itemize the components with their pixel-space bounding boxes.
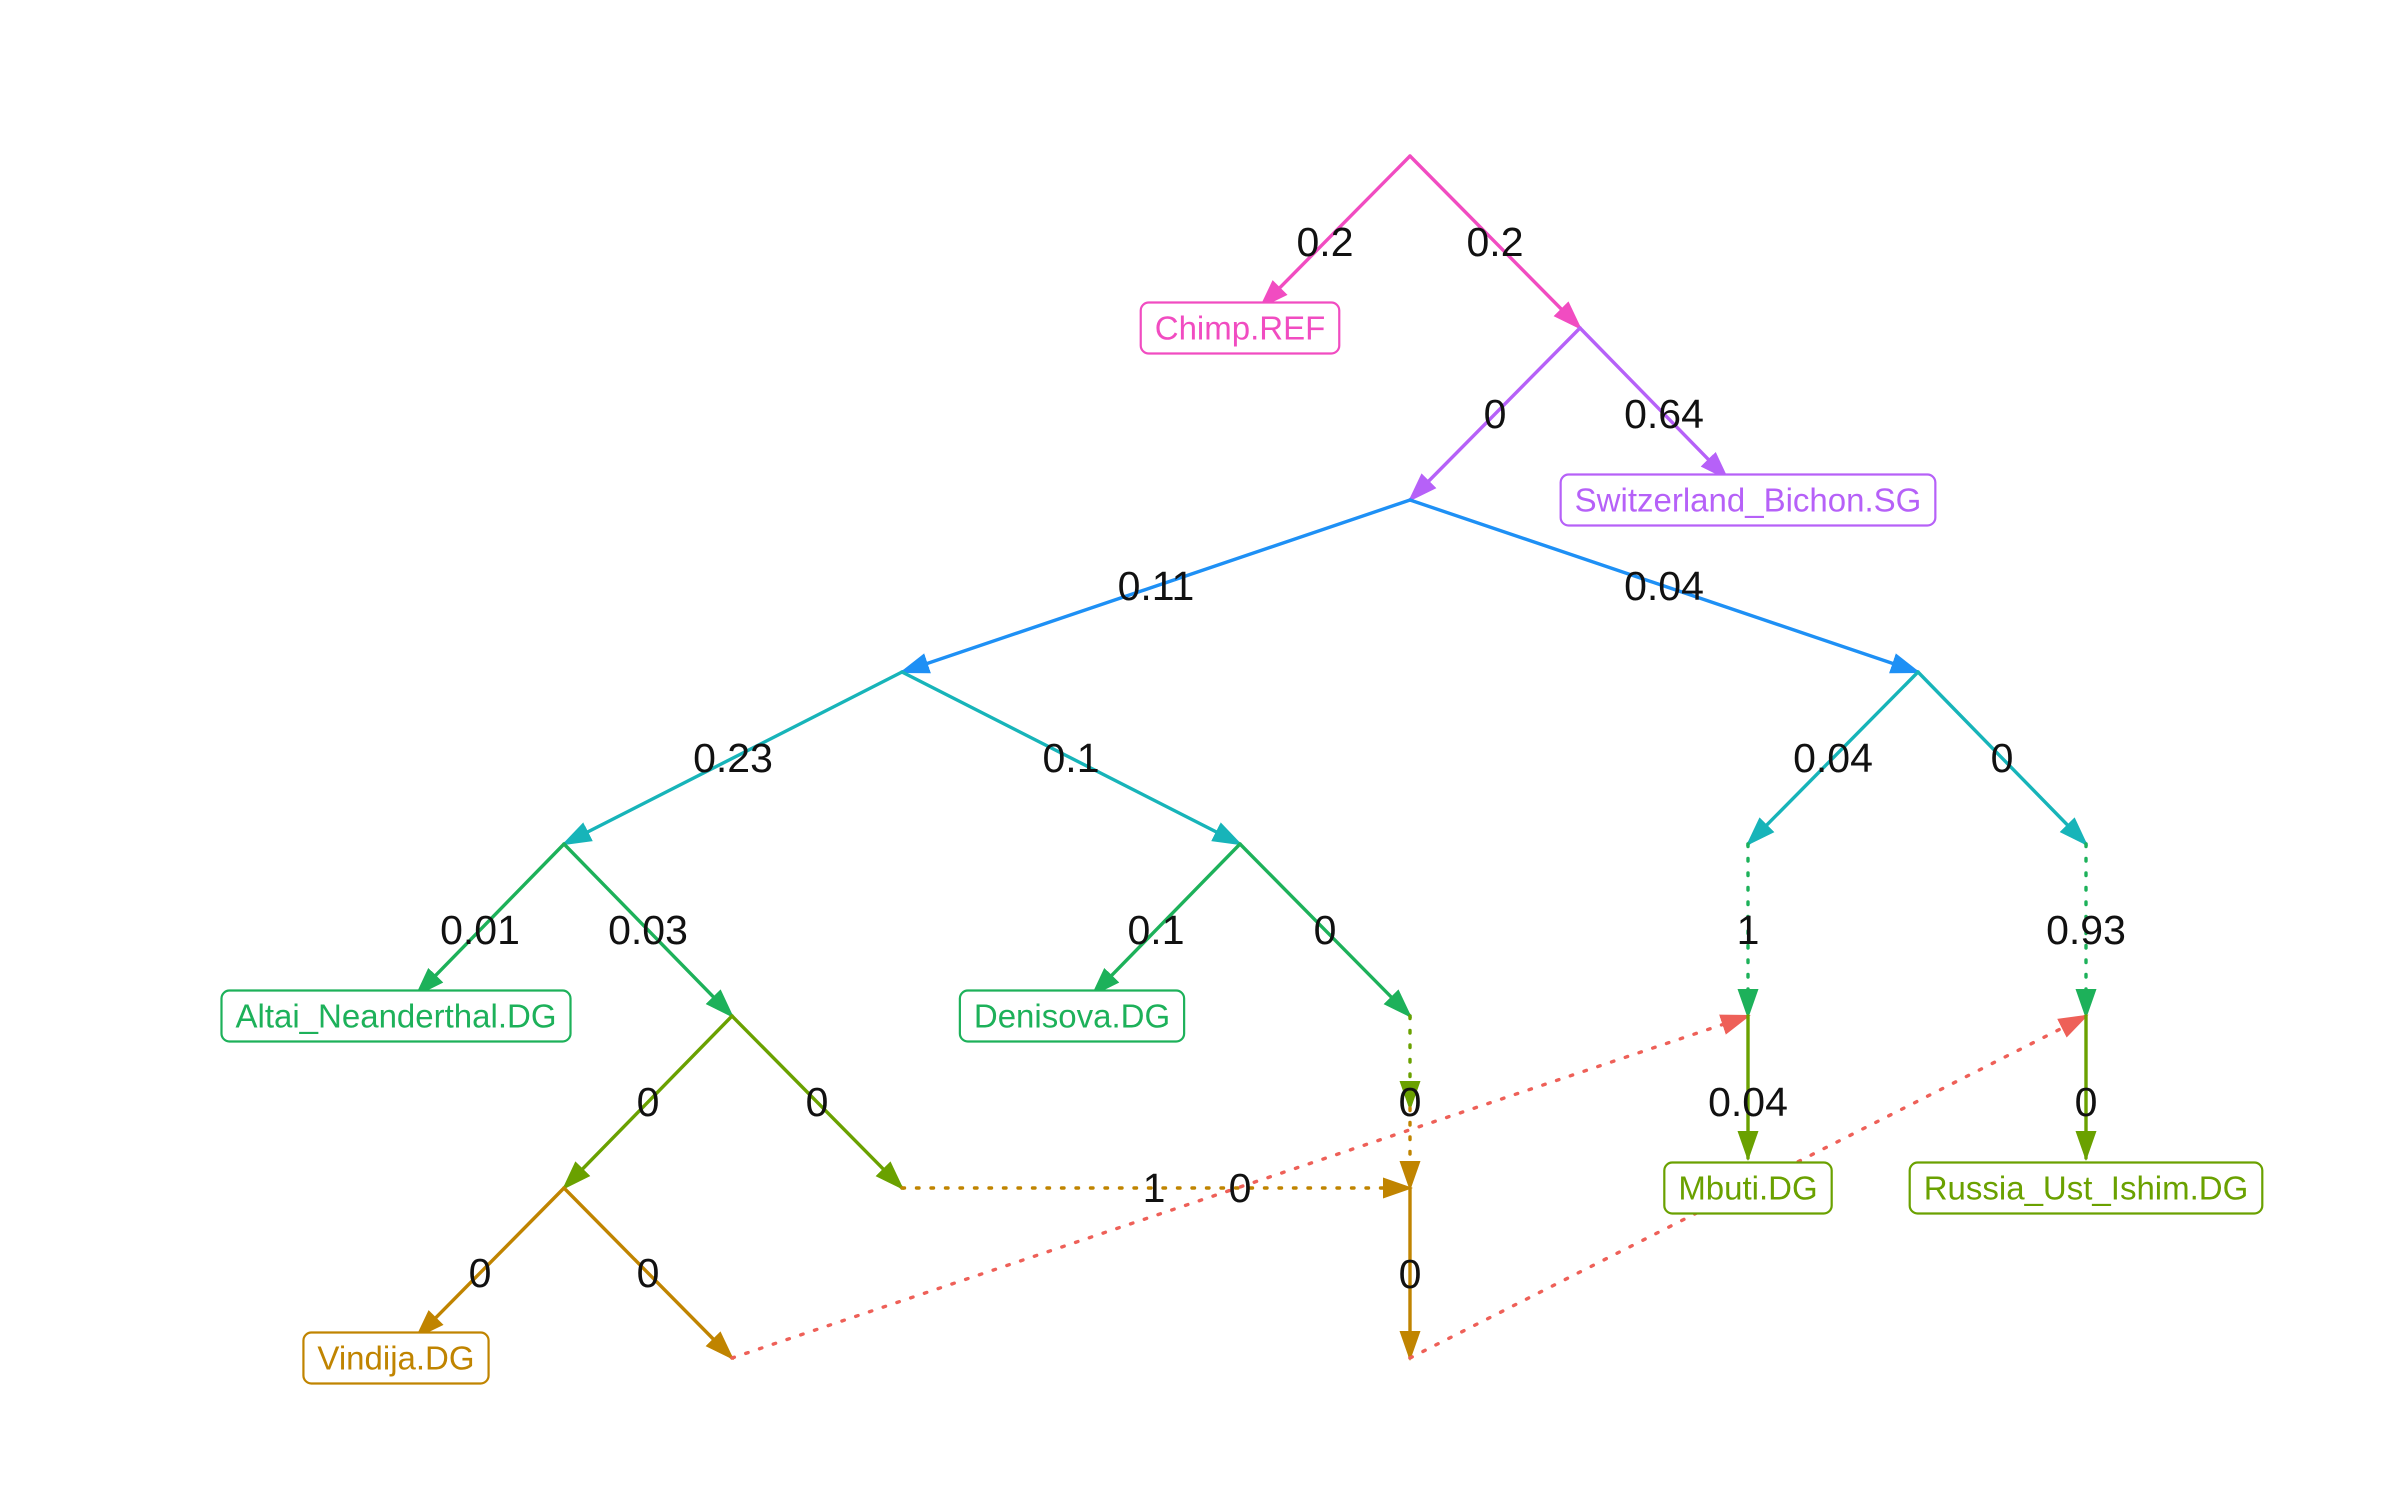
edge-weight-label: 0.2 bbox=[1467, 219, 1524, 265]
edge-n_nean2-to-n_vind bbox=[561, 1014, 734, 1191]
edge-n_nean-to-Altai_Neanderthal.DG bbox=[414, 842, 566, 997]
leaf-label: Vindija.DG bbox=[317, 1340, 474, 1377]
edge-n_modern-to-n_m2 bbox=[1916, 670, 2089, 847]
leaf-box bbox=[1908, 1161, 2264, 1215]
edge-weight-label: 0.01 bbox=[440, 907, 520, 953]
edge-weight-label: 0.04 bbox=[1708, 1079, 1788, 1125]
edge-weight-label: 0 bbox=[469, 1250, 492, 1296]
edge-weight-label: 0 bbox=[1229, 1165, 1252, 1211]
edge-n_nean-to-n_nean2 bbox=[562, 842, 735, 1019]
leaf-node: Switzerland_Bichon.SG bbox=[1559, 473, 1937, 527]
leaf-box bbox=[1559, 473, 1937, 527]
edge-weight-label: 1 bbox=[1143, 1165, 1166, 1211]
edge-weight-label: 0.93 bbox=[2046, 907, 2126, 953]
edge-n_archaic-to-n_nean bbox=[561, 670, 904, 846]
leaf-box bbox=[958, 989, 1186, 1043]
leaf-box bbox=[220, 989, 572, 1043]
edge-weight-label: 0 bbox=[2075, 1079, 2098, 1125]
edge-weight-label: 0 bbox=[637, 1079, 660, 1125]
edge-n_vind-to-Vindija.DG bbox=[414, 1186, 566, 1339]
edge-weight-label: 0.04 bbox=[1793, 735, 1873, 781]
leaf-box bbox=[1139, 301, 1341, 355]
leaf-node: Vindija.DG bbox=[302, 1331, 490, 1385]
edge-weight-label: 0.04 bbox=[1624, 563, 1704, 609]
edge-n_out-to-n_human bbox=[1407, 326, 1582, 503]
edge-weight-label: 1 bbox=[1737, 907, 1760, 953]
edge-n_human-to-n_modern bbox=[1408, 498, 1921, 674]
edge-n_nean2-to-n_nsrc bbox=[730, 1014, 905, 1191]
edge-n_modern-to-n_m1 bbox=[1745, 670, 1920, 847]
leaf-node: Chimp.REF bbox=[1139, 301, 1341, 355]
edge-weight-label: 0.11 bbox=[1118, 563, 1195, 609]
edge-n_vindsrc-to-n_m1b bbox=[730, 1014, 1751, 1360]
leaf-label: Chimp.REF bbox=[1155, 310, 1326, 347]
edge-weight-label: 0.23 bbox=[693, 735, 773, 781]
edge-weight-label: 0.2 bbox=[1297, 219, 1354, 265]
leaf-node: Mbuti.DG bbox=[1663, 1161, 1833, 1215]
edge-weight-label: 0 bbox=[1484, 391, 1507, 437]
edge-weight-label: 0 bbox=[806, 1079, 829, 1125]
edge-weight-label: 0 bbox=[1991, 735, 2014, 781]
edge-weight-label: 0 bbox=[637, 1250, 660, 1296]
leaf-box bbox=[1663, 1161, 1833, 1215]
edge-n_deni-to-n_deni_end bbox=[1238, 842, 1413, 1019]
edge-weight-label: 0.64 bbox=[1624, 391, 1704, 437]
edge-root-to-n_out bbox=[1408, 154, 1583, 331]
leaf-node: Denisova.DG bbox=[958, 989, 1186, 1043]
leaf-label: Mbuti.DG bbox=[1678, 1170, 1817, 1207]
edge-weight-label: 0 bbox=[1399, 1079, 1422, 1125]
edge-n_out-to-Switzerland_Bichon.SG bbox=[1578, 326, 1730, 481]
edge-weight-label: 0.1 bbox=[1128, 907, 1185, 953]
edge-root-to-Chimp.REF bbox=[1258, 154, 1412, 309]
leaf-label: Russia_Ust_Ishim.DG bbox=[1924, 1170, 2249, 1207]
leaf-label: Denisova.DG bbox=[974, 998, 1170, 1035]
edge-n_archaic-to-n_deni bbox=[900, 670, 1243, 846]
leaf-node: Altai_Neanderthal.DG bbox=[220, 989, 572, 1043]
leaf-nodes: Chimp.REF Switzerland_Bichon.SG Altai_Nean… bbox=[220, 301, 2264, 1385]
edge-weight-label: 0.1 bbox=[1043, 735, 1100, 781]
leaf-label: Switzerland_Bichon.SG bbox=[1575, 482, 1922, 519]
edge-weight-label: 0 bbox=[1314, 907, 1337, 953]
leaf-label: Altai_Neanderthal.DG bbox=[235, 998, 556, 1035]
edge-weight-label: 0 bbox=[1399, 1251, 1422, 1297]
edge-n_human-to-n_archaic bbox=[899, 498, 1412, 674]
edge-weight-label: 0.03 bbox=[608, 907, 688, 953]
edge-n_vind-to-n_vindsrc bbox=[562, 1186, 735, 1361]
leaf-box bbox=[302, 1331, 490, 1385]
leaf-node: Russia_Ust_Ishim.DG bbox=[1908, 1161, 2264, 1215]
edge-n_deni-to-Denisova.DG bbox=[1090, 842, 1242, 997]
